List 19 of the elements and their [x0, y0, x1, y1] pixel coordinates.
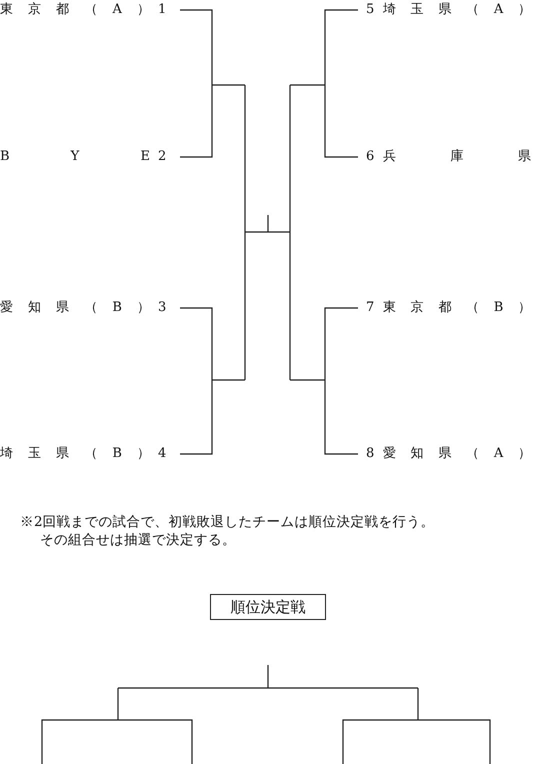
seed-number: 5 — [366, 2, 374, 18]
seed-number: 1 — [158, 2, 166, 18]
seed-number: 7 — [366, 300, 374, 316]
team-name: 埼玉県（B） — [0, 446, 150, 462]
team-name: 埼玉県（A） — [383, 2, 531, 18]
seed-number: 4 — [158, 446, 166, 462]
team-name: 東京都（A） — [0, 2, 150, 18]
seed-number: 6 — [366, 149, 374, 165]
team-name: 東京都（B） — [383, 300, 531, 316]
title-box: 順位決定戦 — [210, 594, 326, 620]
seed-number: 2 — [158, 149, 166, 165]
team-name: 兵庫県 — [383, 149, 531, 165]
note-text: ※2回戦までの試合で、初戦敗退したチームは順位決定戦を行う。 — [20, 514, 435, 530]
team-name: 愛知県（B） — [0, 300, 150, 316]
note-text: その組合せは抽選で決定する。 — [40, 532, 236, 548]
team-name: BYE — [0, 149, 150, 165]
team-name: 愛知県（A） — [383, 446, 531, 462]
seed-number: 8 — [366, 446, 374, 462]
seed-number: 3 — [158, 300, 166, 316]
